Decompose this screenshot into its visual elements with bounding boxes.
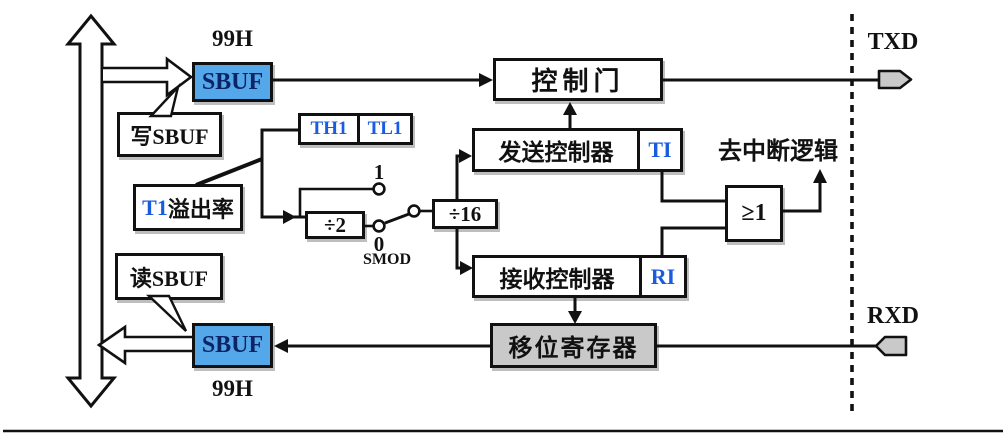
receive-controller-box: 接收控制器 RI: [472, 255, 687, 298]
smod-contact-0: [372, 219, 386, 233]
divide-by-16-box: ÷16: [432, 199, 498, 229]
to-interrupt-logic-label: 去中断逻辑: [718, 138, 838, 165]
div16-to-rx-line: [455, 229, 461, 270]
t1-overflow-suffix: 溢出率: [167, 196, 234, 222]
internal-bus-arrow: [64, 13, 118, 409]
smod-switch-lever: [384, 212, 410, 225]
or-to-interrupt-line: [783, 182, 822, 213]
sbuf-to-bus-hollow-arrow: [96, 324, 192, 366]
transmit-controller-box: 发送控制器 TI: [472, 128, 683, 172]
sbuf-receive-register: SBUF: [192, 323, 273, 368]
divider-input-arrowhead: [283, 210, 296, 224]
sbuf-to-gate-arrowhead: [479, 73, 493, 87]
ti-to-or-line: [660, 172, 725, 203]
bus-to-sbuf-hollow-arrow: [103, 56, 194, 98]
divide-by-2-box: ÷2: [305, 211, 365, 239]
smod-position-0-label: 0: [373, 231, 385, 256]
control-gate-box: 控制门: [493, 58, 663, 101]
read-sbuf-callout-tail: [145, 294, 188, 332]
sbuf-transmit-register: SBUF: [192, 62, 273, 102]
div16-to-tx-arrowhead: [459, 149, 472, 163]
ti-flag: TI: [637, 131, 680, 169]
write-sbuf-callout: 写SBUF: [117, 112, 222, 157]
t1-overflow-pointer: [195, 157, 263, 187]
or-gate-box: ≥1: [725, 185, 783, 242]
div16-to-tx-line: [455, 154, 461, 199]
sbuf-address-label-bottom: 99H: [212, 376, 253, 401]
smod-switch-pole: [407, 204, 421, 218]
t1-overflow-prefix: T1: [142, 194, 168, 220]
ri-to-or-line: [660, 226, 725, 255]
receive-controller-label: 接收控制器: [499, 266, 615, 292]
sbuf-address-label-top: 99H: [212, 26, 253, 51]
txd-pin-label: TXD: [867, 28, 919, 55]
txd-pin: [877, 69, 913, 90]
th1-register: TH1: [310, 118, 348, 139]
shift-to-sbuf-arrowhead: [274, 339, 288, 353]
rxd-pin: [874, 335, 908, 357]
smod-position-1-label: 1: [373, 159, 385, 184]
shift-register-box: 移位寄存器: [490, 323, 657, 368]
tx-to-gate-arrowhead: [563, 102, 577, 115]
tl1-register: TL1: [357, 116, 410, 142]
ri-flag: RI: [639, 258, 684, 295]
read-sbuf-callout: 读SBUF: [115, 253, 223, 300]
transmit-controller-label: 发送控制器: [498, 140, 614, 165]
smod-label: SMOD: [363, 250, 411, 268]
rxd-pin-label: RXD: [867, 302, 919, 329]
smod-contact-1: [372, 182, 386, 196]
timer1-registers-box: TH1 TL1: [298, 113, 413, 145]
interrupt-arrowhead: [813, 169, 827, 183]
